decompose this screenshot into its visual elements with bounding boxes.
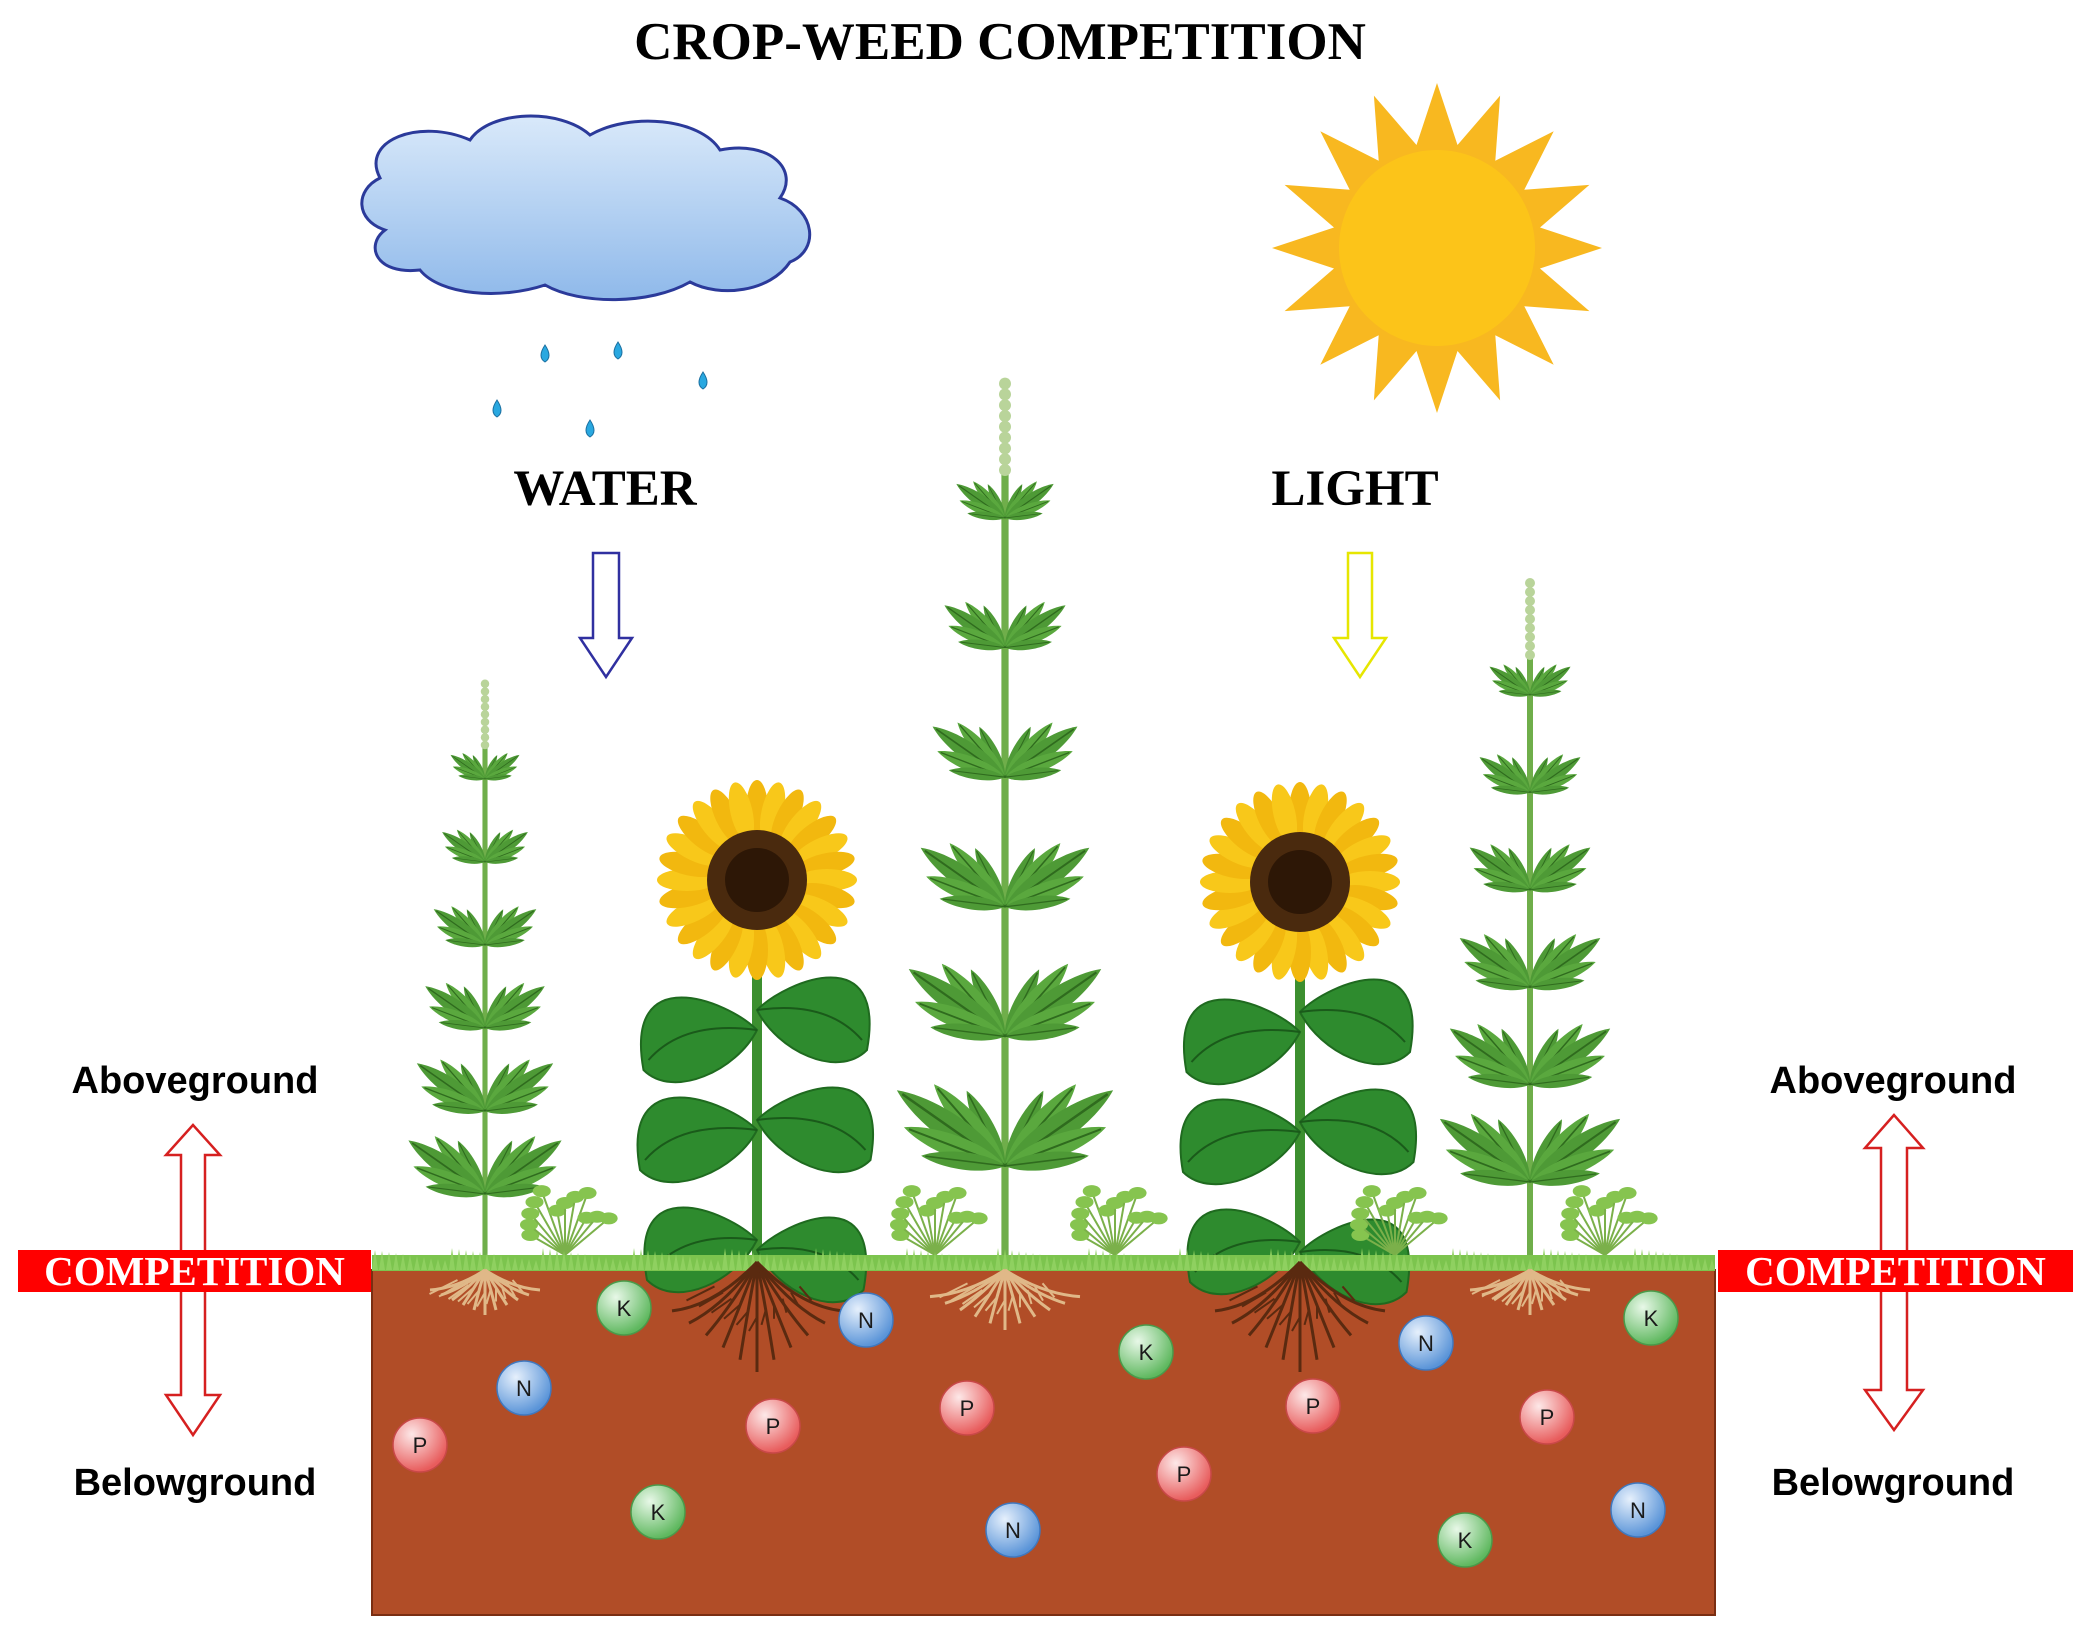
raindrop-icon: [613, 341, 623, 360]
nutrient-nitrogen: N: [496, 1360, 552, 1416]
nutrient-nitrogen: N: [985, 1502, 1041, 1558]
raindrop-icon: [698, 371, 708, 390]
sun-icon: [1272, 83, 1602, 413]
light-label: LIGHT: [1271, 461, 1439, 517]
nutrient-nitrogen: N: [1398, 1315, 1454, 1371]
plants-group: [408, 377, 1658, 1306]
nutrients-group: K N N P P P K K N P P N K P N K: [392, 1280, 1679, 1568]
nutrient-symbol: K: [651, 1500, 666, 1525]
competition-badge-left: COMPETITION: [18, 1250, 371, 1292]
raindrops: [492, 341, 708, 438]
sunflower-root-left: [671, 1260, 843, 1372]
nutrient-potassium: K: [630, 1484, 686, 1540]
raindrop-icon: [540, 344, 550, 363]
nutrient-symbol: P: [1306, 1394, 1321, 1419]
nutrient-symbol: K: [1458, 1528, 1473, 1553]
diagram-title: CROP-WEED COMPETITION: [634, 13, 1366, 71]
water-label: WATER: [513, 461, 697, 517]
nutrient-potassium: K: [1437, 1512, 1493, 1568]
aboveground-label-right: Aboveground: [1769, 1060, 2017, 1102]
sunflower-crop-right: [1179, 782, 1417, 1306]
nutrient-symbol: P: [1540, 1405, 1555, 1430]
sunflower-root-right: [1214, 1260, 1386, 1372]
nutrient-symbol: P: [960, 1396, 975, 1421]
weed-root-center: [929, 1268, 1081, 1330]
roots-group: [429, 1260, 1591, 1372]
water-arrow: [577, 551, 635, 680]
small-weed: [1349, 1185, 1448, 1256]
nutrient-phosphorus: P: [392, 1417, 448, 1473]
nutrient-symbol: P: [766, 1414, 781, 1439]
nutrient-potassium: K: [1118, 1324, 1174, 1380]
nutrient-symbol: P: [413, 1433, 428, 1458]
weed-plant-center: [896, 377, 1114, 1262]
nutrient-phosphorus: P: [1285, 1378, 1341, 1434]
light-arrow: [1331, 551, 1389, 680]
grass-strip: [372, 1248, 1715, 1271]
small-weed: [889, 1185, 988, 1256]
raindrop-icon: [585, 419, 595, 438]
nutrient-symbol: N: [1418, 1331, 1434, 1356]
nutrient-symbol: N: [1630, 1498, 1646, 1523]
nutrient-symbol: N: [858, 1308, 874, 1333]
nutrient-symbol: K: [617, 1296, 632, 1321]
nutrient-nitrogen: N: [1610, 1482, 1666, 1538]
belowground-label-left: Belowground: [73, 1462, 317, 1504]
small-weed: [1559, 1185, 1658, 1256]
rain-cloud-icon: [360, 114, 812, 302]
weed-plant-left: [408, 679, 562, 1262]
sunflower-crop-left: [636, 780, 874, 1304]
nutrient-phosphorus: P: [1156, 1446, 1212, 1502]
weed-root-right: [1469, 1268, 1591, 1315]
raindrop-icon: [492, 399, 502, 418]
aboveground-label-left: Aboveground: [71, 1060, 319, 1102]
nutrient-potassium: K: [596, 1280, 652, 1336]
small-weed: [1069, 1185, 1168, 1256]
nutrient-potassium: K: [1623, 1290, 1679, 1346]
soil-block: [371, 1269, 1716, 1616]
nutrient-symbol: P: [1177, 1462, 1192, 1487]
small-weed: [519, 1185, 618, 1256]
weed-root-left: [429, 1268, 541, 1315]
nutrient-symbol: K: [1139, 1340, 1154, 1365]
nutrient-nitrogen: N: [838, 1292, 894, 1348]
nutrient-phosphorus: P: [939, 1380, 995, 1436]
nutrient-symbol: N: [516, 1376, 532, 1401]
weed-plant-right: [1439, 578, 1621, 1262]
belowground-label-right: Belowground: [1771, 1462, 2015, 1504]
nutrient-phosphorus: P: [1519, 1389, 1575, 1445]
nutrient-symbol: N: [1005, 1518, 1021, 1543]
competition-badge-right: COMPETITION: [1718, 1250, 2073, 1292]
nutrient-symbol: K: [1644, 1306, 1659, 1331]
nutrient-phosphorus: P: [745, 1398, 801, 1454]
